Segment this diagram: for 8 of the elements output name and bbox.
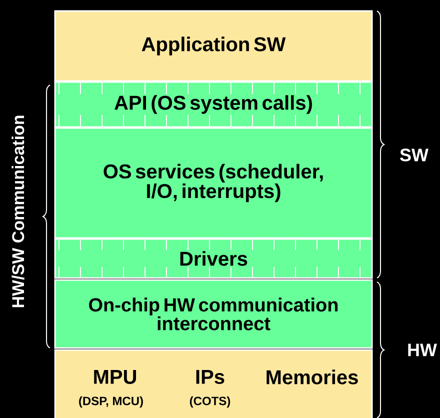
layer-band: Application SW — [54, 10, 373, 82]
brace-label: SW — [400, 148, 428, 162]
brace-label: HW/SW Communication — [12, 116, 24, 308]
layer-band: On-chip HW communication interconnect — [54, 279, 373, 349]
layer-band: API (OS system calls) — [54, 81, 373, 128]
layer-band: MPU (DSP, MCU) IPs (COTS) Memories — [54, 349, 373, 418]
brace-label: HW — [408, 344, 437, 356]
layer-band: Drivers — [54, 238, 373, 279]
